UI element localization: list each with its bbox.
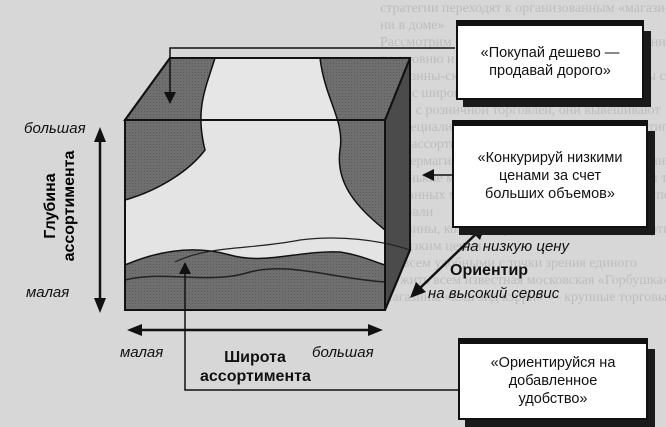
depth-low-label: малая [26, 284, 70, 301]
callout-buy-cheap-sell-dear: «Покупай дешево — продавай дорого» [456, 20, 644, 100]
depth-axis-arrow [94, 127, 106, 313]
background-text-line: стратегии переходят к организованным «ма… [380, 1, 666, 16]
callout-compete-low-prices: «Конкурируй низкими ценами за счет больш… [452, 120, 648, 228]
orientation-low-price-label: на низкую цену [462, 238, 570, 255]
background-text-line: ни в доме» [380, 18, 445, 33]
callout-connector-top [164, 47, 455, 104]
width-axis-arrow [127, 324, 383, 336]
zone-bottom [124, 249, 386, 311]
background-text-line: с совсем удобными с точки зрения единого [380, 256, 637, 271]
callout-connector-bottom [179, 262, 458, 391]
width-low-label: малая [120, 344, 164, 361]
zone-top-left [124, 57, 217, 201]
width-axis-title: Широта ассортимента [200, 349, 311, 385]
callout-connector-middle [422, 169, 452, 181]
callout-added-convenience: «Ориентируйся на добавленное удобство» [458, 338, 648, 420]
zone-top-right [319, 57, 412, 232]
depth-axis-title: Глубина ассортимента [42, 150, 78, 262]
orientation-high-service-label: на высокий сервис [428, 285, 560, 302]
orientation-axis-title: Ориентир [450, 262, 529, 279]
width-high-label: большая [312, 344, 374, 361]
background-text-line: связи с розничной торговлей, они вывешив… [380, 103, 661, 118]
orientation-axis-arrow [410, 224, 486, 298]
background-text-line: служить всем известная московская «Горбу… [380, 273, 666, 288]
depth-high-label: большая [24, 120, 86, 137]
background-text-line: Магазины «кэш энд кэрри» — крупные торго… [380, 290, 666, 305]
